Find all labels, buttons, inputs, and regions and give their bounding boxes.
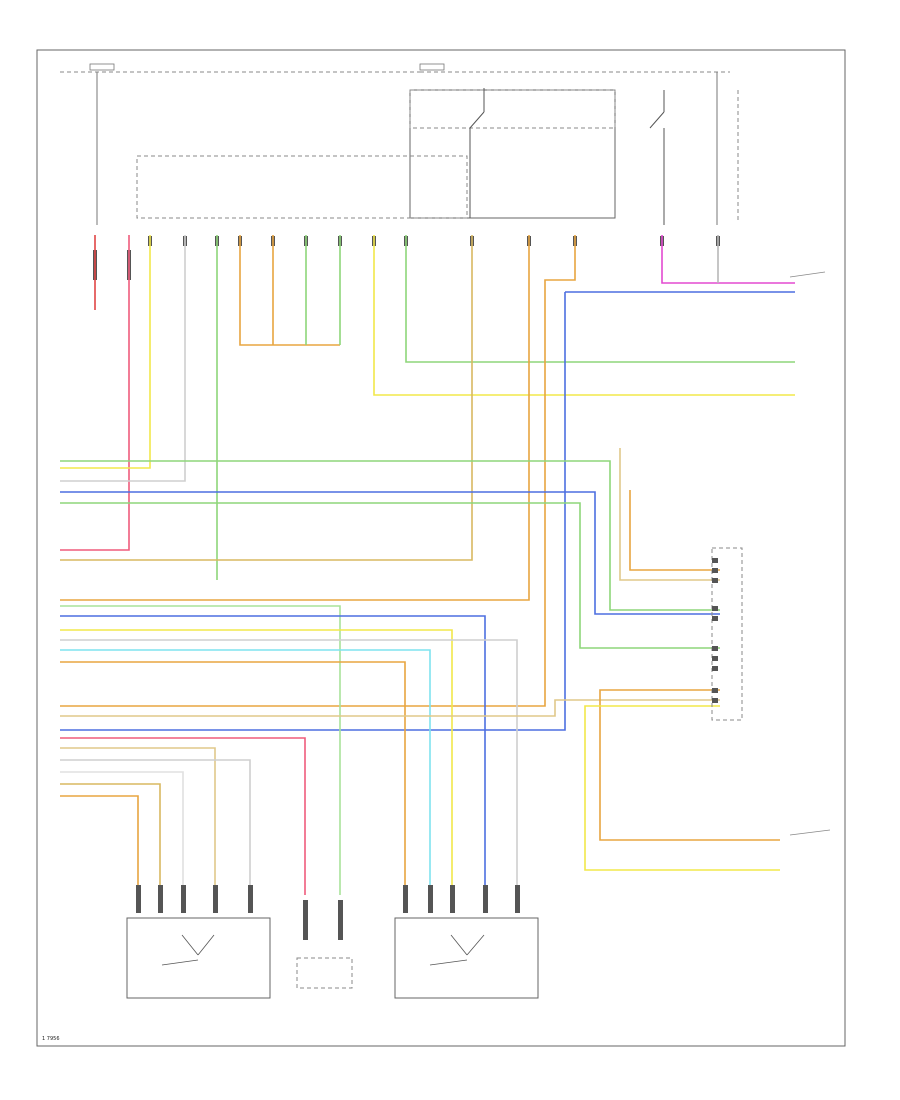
- wire-blue-2: [60, 292, 566, 731]
- wire-green-h3: [60, 605, 341, 895]
- connector-icon: [712, 558, 718, 703]
- wire-gray-h3: [60, 771, 184, 895]
- diagram-frame: [36, 49, 846, 1047]
- wire-yellow-1: [60, 235, 151, 469]
- relay-block: [409, 89, 616, 219]
- wire-tan-h2: [60, 699, 720, 717]
- air-temp-actuator: [394, 917, 539, 999]
- wire-blue-h1: [60, 491, 720, 615]
- wire-pink-h1: [60, 737, 306, 895]
- wire-gray-h1: [60, 639, 518, 895]
- wire-orange-1: [239, 235, 340, 346]
- relay-switch-icon: [649, 90, 665, 225]
- mode-door-actuator: [126, 917, 271, 999]
- relay-inner: [409, 89, 616, 129]
- wire-tan-h4: [60, 783, 161, 895]
- wire-blue-h2: [60, 615, 486, 895]
- wire-orange-h3: [60, 795, 139, 895]
- wire-orange-3: [60, 235, 530, 601]
- wire-yellow-h1: [60, 629, 453, 895]
- wire-orange-h1: [629, 490, 720, 571]
- wire-orange-r1: [599, 689, 780, 841]
- wire-lightblue-h1: [60, 649, 431, 895]
- ground-icon: [789, 271, 831, 836]
- wire-pink-left: [60, 235, 130, 551]
- wire-yellow-2: [373, 235, 795, 396]
- wire-tan-h3: [60, 747, 216, 895]
- fuse-icon: [419, 63, 445, 71]
- wire-yellow-r1: [584, 705, 780, 871]
- wire-tan-h1: [619, 448, 720, 581]
- wire-gray-1: [60, 235, 186, 482]
- relay-switch-icon: [469, 88, 485, 218]
- wire-green-h1: [60, 460, 720, 611]
- wire-gray-h2: [60, 759, 251, 895]
- fuse-icon: [89, 63, 115, 71]
- wire-magenta-1: [661, 235, 795, 284]
- wire-orange-4: [60, 235, 576, 707]
- wire-orange-h2: [60, 661, 406, 895]
- motor-icon: [429, 934, 485, 966]
- hvac-control-module: [136, 155, 468, 219]
- wire-green-4: [405, 235, 795, 363]
- recirculation-actuator: [296, 957, 353, 989]
- diagram-code: 1 7956: [42, 1036, 60, 1042]
- connector-icon: [136, 885, 520, 940]
- motor-icon: [161, 934, 215, 966]
- wire-tan-1: [60, 235, 473, 561]
- right-connector-block: [711, 547, 743, 721]
- wire-green-h2: [60, 502, 720, 649]
